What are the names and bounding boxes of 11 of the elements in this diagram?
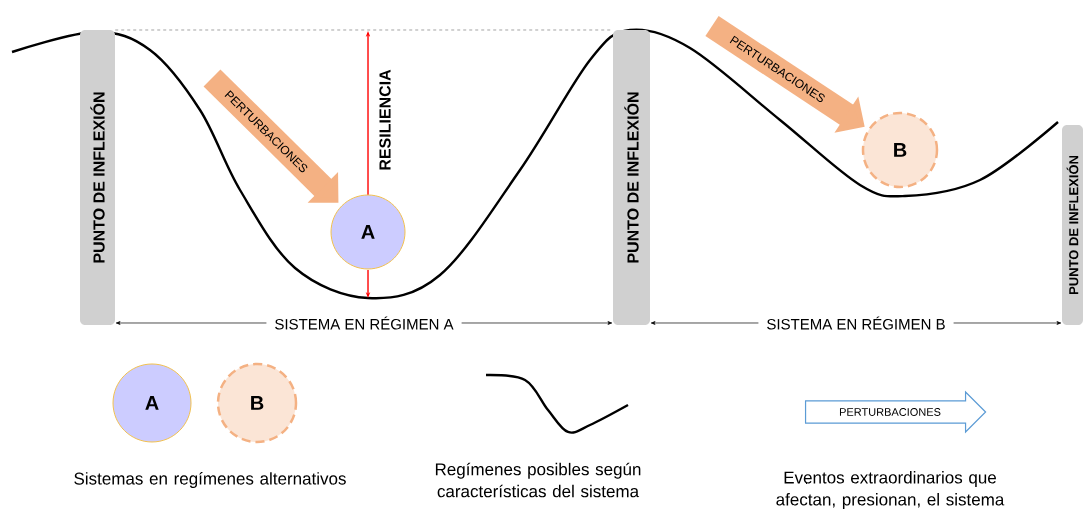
block-arrow xyxy=(203,69,339,203)
legend-caption: Sistemas en regímenes alternativos xyxy=(74,471,346,488)
tipping-point-bar: PUNTO DE INFLEXIÓN xyxy=(80,30,115,325)
reference-line xyxy=(114,29,614,31)
tipping-point-bar: PUNTO DE INFLEXIÓN xyxy=(1062,125,1083,325)
dimension-label: RESILIENCIA xyxy=(379,69,391,170)
edge-label: SISTEMA EN RÉGIMEN B xyxy=(767,316,945,330)
tipping-point-bar: PUNTO DE INFLEXIÓN xyxy=(613,30,650,325)
legend-caption: Eventos extraordinarios que afectan, presionan, el sistema xyxy=(776,471,1005,509)
legend-caption: Regímenes posibles según características del sistema xyxy=(435,462,641,498)
edge-label: SISTEMA EN RÉGIMEN A xyxy=(275,316,454,330)
